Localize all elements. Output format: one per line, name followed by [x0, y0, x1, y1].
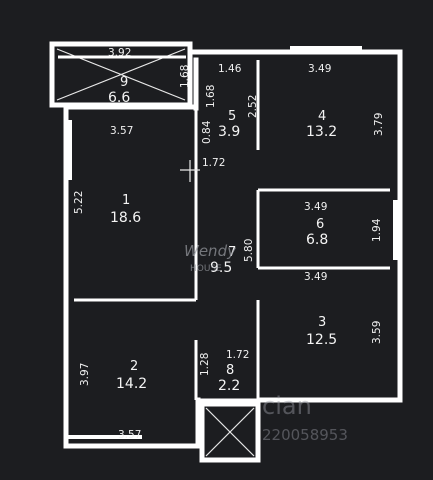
room-3-area: 12.5 — [306, 332, 337, 348]
room-2-area: 14.2 — [116, 376, 147, 392]
window-right — [393, 200, 398, 260]
dim-balcony-side: 1.68 — [179, 65, 191, 88]
room-1-area: 18.6 — [110, 210, 141, 226]
room-5-area: 3.9 — [218, 124, 240, 140]
dim-room5-width: 0.84 — [201, 120, 213, 144]
room-6-area: 6.8 — [306, 232, 328, 248]
watermark-brand-top: Wendy — [184, 242, 237, 260]
room-4-area: 13.2 — [306, 124, 337, 140]
dimension-labels: 3.92 1.68 1.46 3.49 1.68 2.52 3.79 3.57 … — [73, 47, 385, 441]
dim-room8-height: 1.28 — [199, 353, 211, 376]
dim-room3-height: 3.59 — [371, 321, 383, 344]
room-3-number: 3 — [318, 315, 326, 330]
dim-top-right-width: 3.49 — [308, 63, 331, 75]
dim-room5-height: 1.68 — [205, 85, 217, 108]
window-top — [290, 46, 362, 50]
watermarks: Wendy HOUSE cian 220058953 — [184, 242, 348, 444]
outer-wall-left-bottom — [63, 104, 201, 449]
dim-corridor-length: 5.80 — [243, 239, 255, 262]
dim-room2-width: 3.57 — [118, 429, 141, 441]
room-7-area: 9.5 — [210, 260, 232, 276]
dim-corridor-width: 1.72 — [202, 157, 225, 169]
room-2-number: 2 — [130, 359, 138, 374]
dim-room2-height: 3.97 — [79, 363, 91, 386]
balcony-bottom-cross-b — [205, 407, 255, 457]
dim-room6-height: 1.94 — [371, 218, 383, 242]
room-4-number: 4 — [318, 109, 326, 124]
dim-top-left-seg: 1.46 — [218, 63, 242, 75]
watermark-brand-bottom: HOUSE — [190, 264, 222, 274]
window-left — [68, 120, 72, 180]
room-6-number: 6 — [316, 217, 324, 232]
room-1-number: 1 — [122, 193, 130, 208]
watermark-listing-id: 220058953 — [262, 426, 348, 444]
room-labels: 9 6.6 5 3.9 4 13.2 1 18.6 6 6.8 7 9.5 3 … — [108, 75, 337, 394]
room-8-number: 8 — [226, 363, 234, 378]
dim-room4-height: 3.79 — [373, 113, 385, 136]
dim-room1-height: 5.22 — [73, 191, 85, 214]
balcony-bottom-outline — [199, 401, 261, 463]
dim-room8-width: 1.72 — [226, 349, 249, 361]
dim-room5-depth: 2.52 — [247, 95, 259, 118]
dim-balcony-top-width: 3.92 — [108, 47, 131, 59]
dim-room1-width: 3.57 — [110, 125, 133, 137]
room-5-number: 5 — [228, 109, 236, 124]
outer-wall-top-right — [187, 49, 403, 403]
dim-room6-width-bottom: 3.49 — [304, 271, 327, 283]
window-bottom — [66, 435, 142, 439]
walls — [49, 41, 403, 463]
room-7-number: 7 — [228, 245, 236, 260]
room-9-number: 9 — [120, 75, 128, 90]
room-9-area: 6.6 — [108, 90, 130, 106]
dim-room6-width-top: 3.49 — [304, 201, 327, 213]
watermark-site: cian — [262, 392, 312, 420]
room-8-area: 2.2 — [218, 378, 240, 394]
